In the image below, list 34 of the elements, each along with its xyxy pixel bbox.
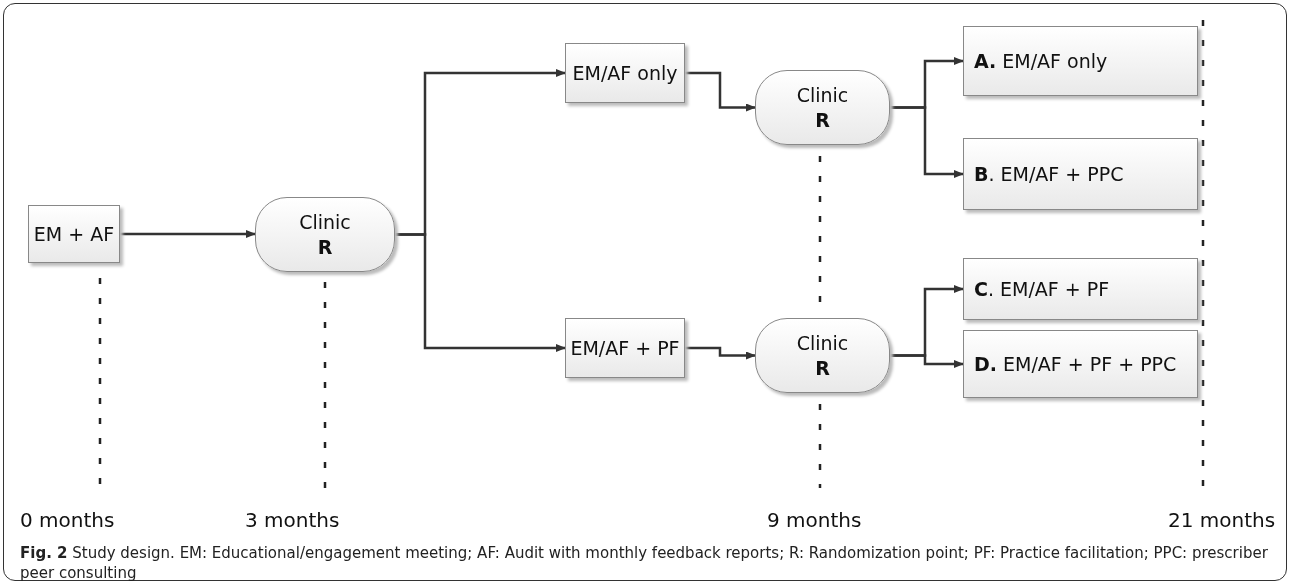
process-box [963, 138, 1198, 210]
node-text: R [815, 107, 830, 133]
node-text: EM + AF [33, 223, 115, 245]
timeline-label: 3 months [245, 508, 340, 532]
node-text: R [317, 234, 333, 260]
node-text: Clinic [796, 330, 849, 356]
node-text: EM/AF only [572, 62, 678, 84]
decision-node [255, 197, 395, 272]
node-text: EM/AF + PF [570, 337, 680, 359]
node-text: Clinic [299, 209, 351, 235]
process-box [565, 318, 685, 378]
process-box [963, 26, 1198, 96]
node-text: A. EM/AF only [974, 50, 1108, 72]
process-box [963, 330, 1198, 398]
process-box [565, 43, 685, 103]
process-box [963, 258, 1198, 320]
process-box [28, 205, 120, 263]
arrow [395, 233, 566, 352]
node-text: R [815, 355, 830, 381]
timeline-label: 21 months [1168, 508, 1276, 532]
timeline-label: 9 months [767, 508, 862, 532]
arrow [685, 346, 756, 360]
figure-caption: Fig. 2 Study design. EM: Educational/engagement meeting; AF: Audit with monthly feedback reports; R: Randomization point; PF: Practice facilitation; PPC: prescriber peer consulting [20, 543, 1269, 584]
node-text: C. EM/AF + PF [974, 278, 1110, 300]
arrow [890, 354, 964, 368]
node-text: B. EM/AF + PPC [974, 163, 1124, 185]
arrow [120, 230, 256, 238]
arrow [890, 106, 964, 178]
timeline-label: 0 months [20, 508, 115, 532]
node-text: Clinic [796, 82, 849, 108]
arrow [685, 71, 756, 112]
decision-node [755, 318, 890, 393]
decision-node [755, 70, 890, 145]
node-text: D. EM/AF + PF + PPC [974, 353, 1177, 375]
